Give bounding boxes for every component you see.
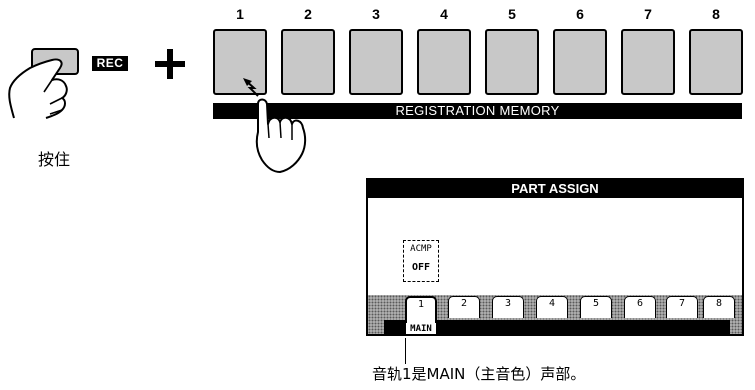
caption-leader-line [405,338,406,364]
main-part-label: MAIN [406,323,436,335]
part-assign-display: PART ASSIGN ACMP OFF 1 2 3 4 5 6 7 8 MAI… [366,178,744,336]
acmp-indicator: ACMP OFF [403,240,439,282]
track-tab-5[interactable]: 5 [580,296,612,318]
acmp-value: OFF [404,262,438,273]
track-tab-6[interactable]: 6 [624,296,656,318]
track-tab-8[interactable]: 8 [703,296,735,318]
display-title: PART ASSIGN [368,180,742,198]
track-tab-7[interactable]: 7 [666,296,698,318]
track-tab-3[interactable]: 3 [492,296,524,318]
track-tab-4[interactable]: 4 [536,296,568,318]
acmp-label: ACMP [404,244,438,254]
caption-text: 音轨1是MAIN（主音色）声部。 [372,363,585,384]
track-tab-2[interactable]: 2 [448,296,480,318]
